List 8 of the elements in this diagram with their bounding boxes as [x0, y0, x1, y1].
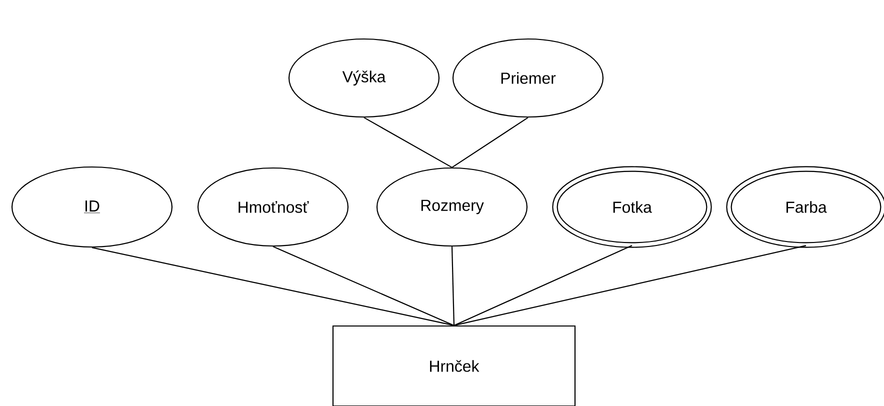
entity-box: Hrnček: [332, 325, 576, 406]
connector-line: [454, 245, 806, 326]
connector-line: [92, 247, 454, 326]
connector-line: [454, 245, 632, 326]
connector-line: [272, 246, 454, 326]
connector-line: [452, 117, 528, 168]
connector-line: [364, 117, 452, 168]
connector-line: [451, 246, 455, 326]
